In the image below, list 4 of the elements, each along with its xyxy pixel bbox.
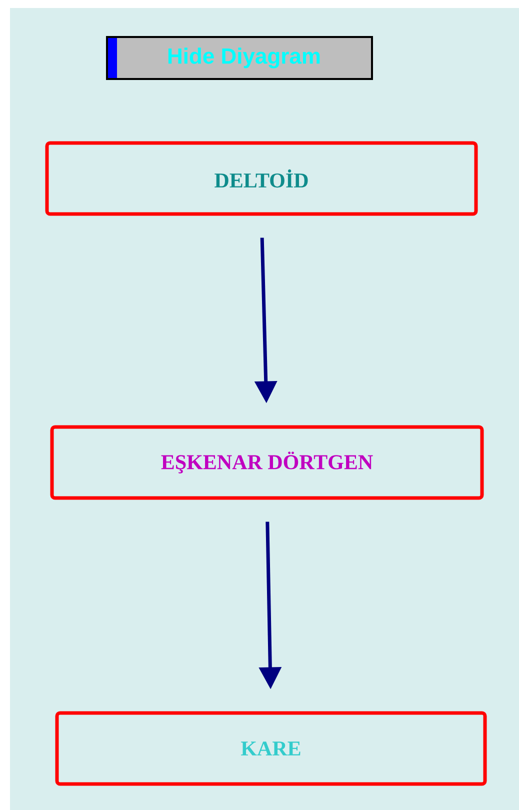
hide-button: Hide Diyagram [106,36,373,80]
process-box: KARE [55,711,487,786]
process-box: DELTOİD [45,141,478,216]
process-box: EŞKENAR DÖRTGEN [50,425,484,500]
